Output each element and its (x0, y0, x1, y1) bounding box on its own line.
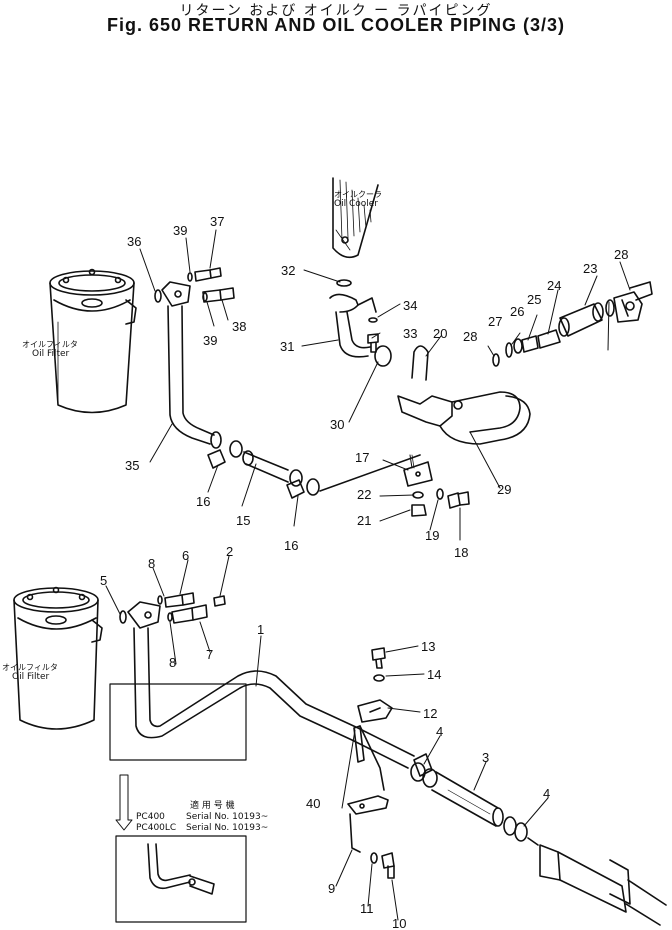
callout-34: 34 (403, 298, 418, 313)
leader-lines (105, 229, 631, 921)
oil-cooler (332, 177, 379, 287)
oil-filter-bottom-label-jp: オイルフィルタ (2, 663, 58, 672)
callout-25: 25 (527, 292, 542, 307)
serial-model-2: PC400LC (136, 823, 177, 833)
oil-filter-bottom-label: Oil Filter (12, 672, 50, 682)
callout-8b: 8 (169, 655, 177, 670)
callout-1: 1 (257, 622, 265, 637)
callout-23: 23 (583, 261, 598, 276)
callout-33: 33 (403, 326, 418, 341)
callout-12: 12 (423, 706, 438, 721)
callout-24: 24 (547, 278, 562, 293)
callout-11: 11 (360, 901, 374, 916)
callout-19: 19 (425, 528, 440, 543)
callout-31: 31 (280, 339, 295, 354)
callout-28b: 28 (463, 329, 478, 344)
callout-36: 36 (127, 234, 142, 249)
oil-filter-top (49, 268, 137, 414)
callout-38: 38 (232, 319, 247, 334)
callout-10: 10 (392, 916, 407, 930)
callout-4b: 4 (543, 786, 551, 801)
callout-9: 9 (328, 881, 336, 896)
serial-model-1: PC400 (136, 812, 165, 822)
lower-piping (109, 592, 667, 926)
callout-39b: 39 (203, 333, 218, 348)
callout-4a: 4 (436, 724, 444, 739)
callout-17: 17 (355, 450, 370, 465)
callout-6: 6 (182, 548, 190, 563)
callout-28a: 28 (614, 247, 629, 262)
serial-range-2: Serial No. 10193~ (186, 823, 269, 833)
callout-16b: 16 (284, 538, 299, 553)
serial-range-1: Serial No. 10193~ (186, 812, 269, 822)
callout-16a: 16 (196, 494, 211, 509)
callout-15: 15 (236, 513, 251, 528)
callout-8a: 8 (148, 556, 156, 571)
callout-20: 20 (433, 326, 448, 341)
callout-7: 7 (206, 647, 214, 662)
callout-40: 40 (306, 796, 321, 811)
callout-3: 3 (482, 750, 490, 765)
oil-filter-bottom (13, 586, 103, 730)
callout-27: 27 (488, 314, 503, 329)
callout-2: 2 (226, 544, 234, 559)
oil-cooler-label: Oil Cooler (334, 199, 378, 209)
title-japanese: リターン および オイルク ー ラパイピング (179, 3, 493, 19)
upper-piping (154, 267, 653, 517)
serial-note-header: 適 用 号 機 (190, 801, 235, 811)
callout-37: 37 (210, 214, 225, 229)
figure-title: Fig. 650 RETURN AND OIL COOLER PIPING (3… (106, 15, 566, 35)
callout-26: 26 (510, 304, 525, 319)
callout-32: 32 (281, 263, 296, 278)
oil-filter-top-label: Oil Filter (32, 349, 70, 359)
oil-cooler-label-jp: オイルクーラ (334, 190, 382, 199)
callout-22: 22 (357, 487, 372, 502)
callout-21: 21 (357, 513, 372, 528)
callout-30: 30 (330, 417, 345, 432)
callout-13: 13 (421, 639, 436, 654)
callout-39a: 39 (173, 223, 188, 238)
callout-35: 35 (125, 458, 140, 473)
callout-14: 14 (427, 667, 442, 682)
callout-18: 18 (454, 545, 469, 560)
callout-5: 5 (100, 573, 108, 588)
callout-29: 29 (497, 482, 512, 497)
oil-filter-top-label-jp: オイルフィルタ (22, 340, 78, 349)
